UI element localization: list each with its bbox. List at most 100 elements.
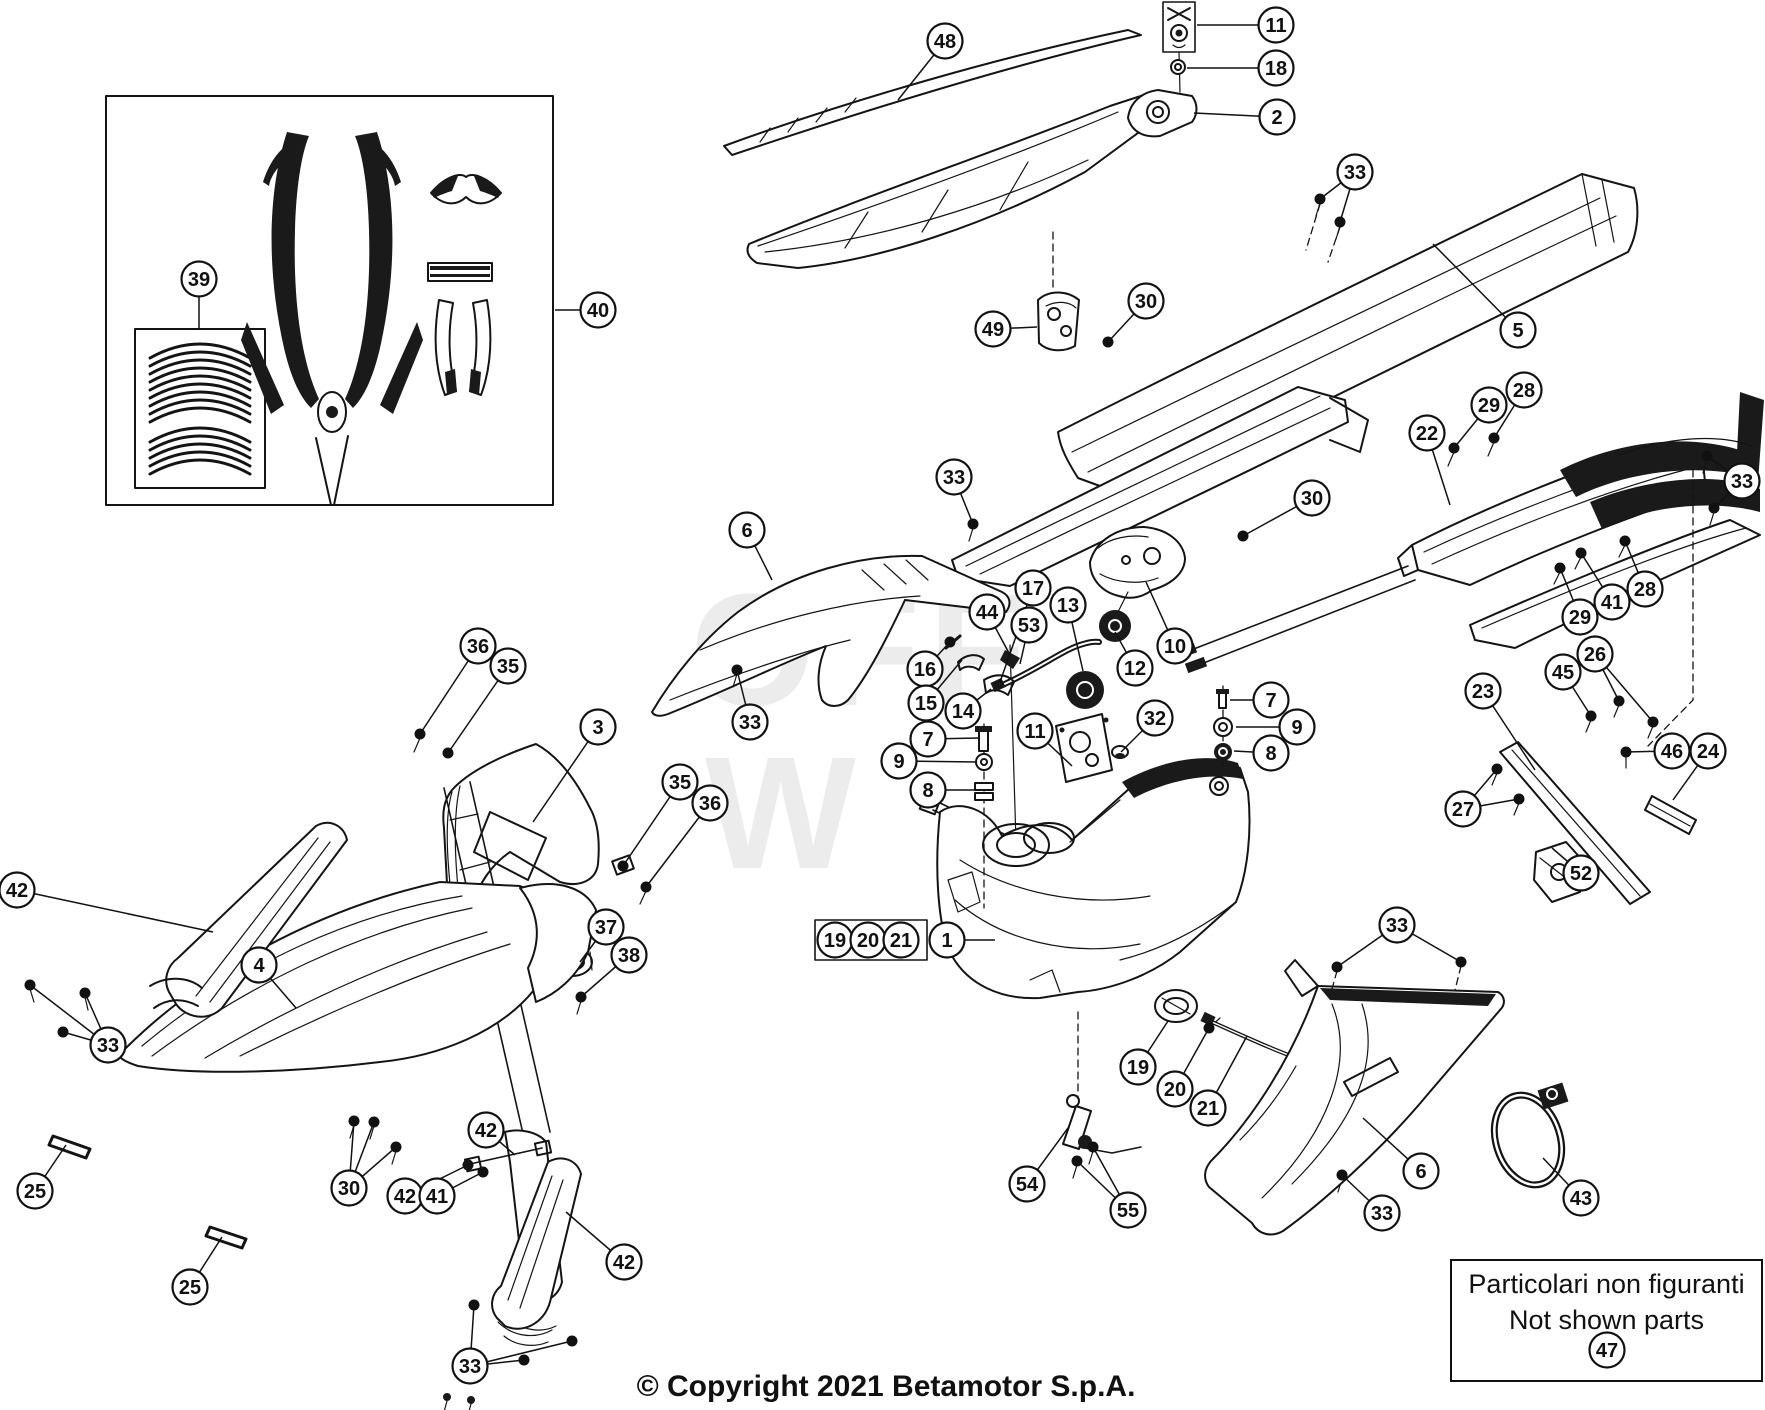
callout-number: 20 [857,930,879,952]
fastener-dot [57,1026,69,1038]
callout-number: 36 [699,793,721,815]
callout-circle [928,921,966,959]
callout-circle [579,708,617,746]
fastener-dot [1488,432,1500,444]
callout-number: 33 [459,1356,481,1378]
callout-circle [1156,627,1194,665]
callout-number: 9 [893,751,904,773]
not-shown-parts-box: Particolari non figuranti Not shown part… [1450,1259,1763,1382]
callout-29: 29 [1448,386,1508,454]
rim-decal-strips-lower [148,426,252,476]
callout-circle [1561,598,1599,636]
callout-circle [1363,1194,1401,1232]
callout-number: 19 [1127,1057,1149,1079]
front-fender-decals [427,174,502,396]
callout-number: 9 [1291,717,1302,739]
callout-number: 33 [1731,471,1753,493]
callout-circle [728,511,766,549]
reflector-24 [1644,795,1697,835]
watermark-text-2: W [705,723,864,902]
callout-number: 18 [1265,58,1287,80]
callout-circle [489,647,527,685]
callout-number: 8 [922,780,933,802]
callout-33: 33 [1701,450,1761,514]
callout-14: 14 [944,688,992,730]
callout-circle [1593,583,1631,621]
callout-39: 39 [180,260,218,329]
fastener-dot [1620,746,1632,758]
callout-circle [1136,699,1174,737]
callout-41: 41 [1575,547,1631,621]
callout-49: 49 [974,310,1038,348]
callout-number: 28 [1513,380,1535,402]
callout-number: 35 [669,772,691,794]
callout-number: 42 [6,880,28,902]
fastener-dot [390,1141,402,1153]
callout-circle [1499,311,1537,349]
callout-18: 18 [1187,49,1295,87]
callout-33: 33 [1336,1169,1401,1232]
callout-circle [1156,1070,1194,1108]
callout-33: 33 [1331,906,1467,973]
fastener-dot [1585,710,1597,722]
callout-7: 7 [1230,681,1290,719]
callout-27: 27 [1444,763,1525,828]
callout-number: 6 [741,520,752,542]
fastener-dot [518,1354,530,1366]
callout-9: 9 [1236,708,1316,746]
decal-kit-box [105,95,554,506]
fuel-tank [918,644,1251,1000]
mask-clamp-35 [611,854,635,876]
callout-circle [882,921,920,959]
seat-latch [1127,51,1198,138]
callout-circle [1689,732,1727,770]
fastener-dot [1334,216,1346,228]
fastener-dot [575,991,587,1003]
callout-number: 23 [1472,681,1494,703]
callout-36: 36 [640,784,729,893]
callout-number: 41 [1601,592,1623,614]
callout-number: 30 [1135,291,1157,313]
callout-circle [1408,414,1446,452]
callout-number: 12 [1124,658,1146,680]
not-shown-line-english: Not shown parts [1508,1304,1705,1335]
callout-32: 32 [1120,699,1174,753]
callout-number: 55 [1117,1200,1139,1222]
assembly-guide-dashed [1647,469,1694,747]
callout-circle [1402,1152,1440,1190]
callout-circle [731,703,769,741]
callout-number: 11 [1265,15,1286,37]
rim-decal-strips-upper [148,342,252,424]
fastener-dot [1554,562,1566,574]
callout-circle [1189,1089,1227,1127]
callout-number: 40 [587,300,609,322]
callout-circle [1576,635,1614,673]
callout-number: 44 [976,602,999,624]
callout-number: 33 [739,712,761,734]
tank-grommets [1066,610,1131,759]
callout-circle [1116,649,1154,687]
fastener-dot [617,860,629,872]
callout-28: 28 [1488,371,1543,444]
callout-52: 52 [1551,847,1600,892]
callout-number: 32 [1144,708,1166,730]
callout-15: 15 [907,659,963,722]
fastener-dot [640,881,652,893]
callout-circle [974,310,1012,348]
callout-2: 2 [1193,98,1296,136]
callout-circle [1505,371,1543,409]
callout-number: 7 [1265,690,1276,712]
callout-number: 29 [1478,395,1500,417]
callout-number: 11 [1024,721,1045,743]
callout-35: 35 [617,763,699,872]
callout-circle [1723,462,1761,500]
callout-number: 41 [426,1186,448,1208]
callout-number: 42 [475,1120,497,1142]
fastener-dot [1575,547,1587,559]
callout-number: 17 [1022,578,1044,600]
callout-number: 3 [592,717,603,739]
callout-38: 38 [575,936,648,1003]
callout-number: 36 [467,636,489,658]
callout-46: 46 [1620,732,1691,770]
fastener-dot [1203,1022,1215,1034]
